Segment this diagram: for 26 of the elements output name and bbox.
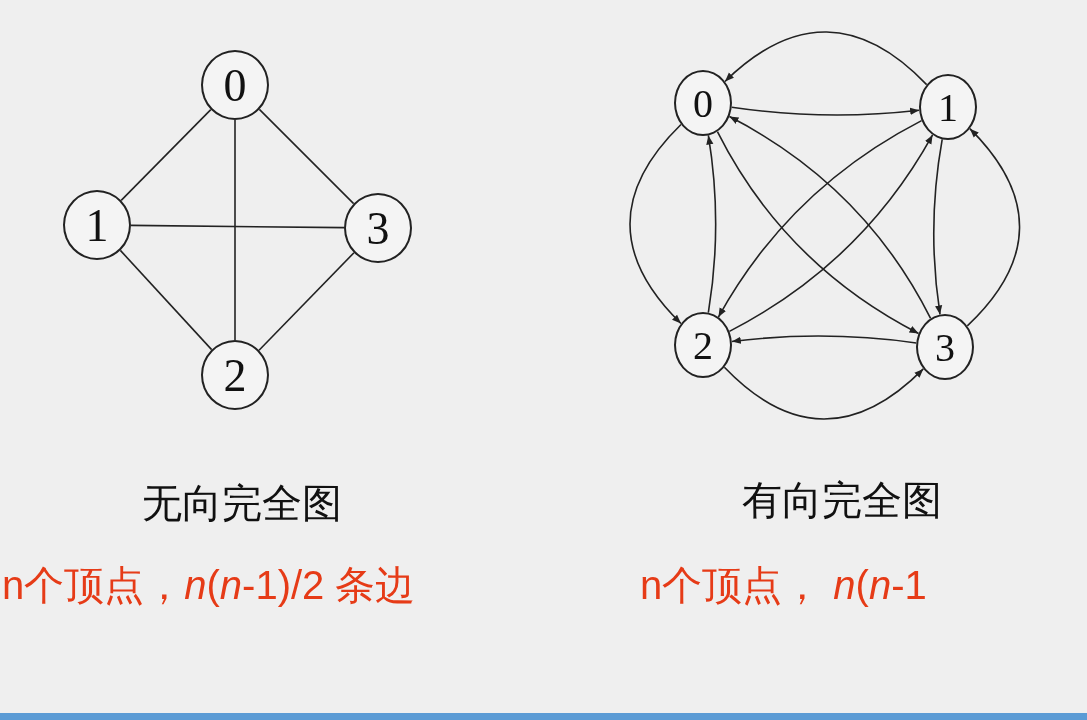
vertex-circle: 1 [63, 190, 131, 260]
edge-line [119, 249, 213, 351]
edge-line [258, 108, 355, 205]
edge-line [234, 119, 236, 341]
arrow [706, 134, 717, 314]
vertex-circle: 3 [344, 193, 412, 263]
edge-line [130, 224, 345, 229]
edge-line [258, 251, 355, 352]
arrow [966, 127, 1021, 327]
arrow [723, 366, 925, 420]
formula-text: n个顶点，n(n-1)/2 条边 [2, 562, 416, 609]
vertex-circle: 2 [201, 340, 269, 410]
edge-line [120, 108, 212, 202]
arrow [629, 123, 682, 325]
vertex-circle: 0 [674, 70, 732, 136]
vertex-circle: 3 [916, 314, 974, 380]
vertex-circle: 0 [201, 50, 269, 120]
arrow [731, 335, 917, 344]
arrow [730, 106, 920, 116]
graph-caption: 有向完全图 [742, 477, 942, 524]
vertex-circle: 2 [674, 312, 732, 378]
vertex-circle: 1 [919, 74, 977, 140]
arrow [724, 31, 928, 86]
arrow [933, 138, 943, 316]
formula-text: n个顶点， n(n-1 [640, 562, 927, 609]
graph-caption: 无向完全图 [142, 480, 342, 527]
